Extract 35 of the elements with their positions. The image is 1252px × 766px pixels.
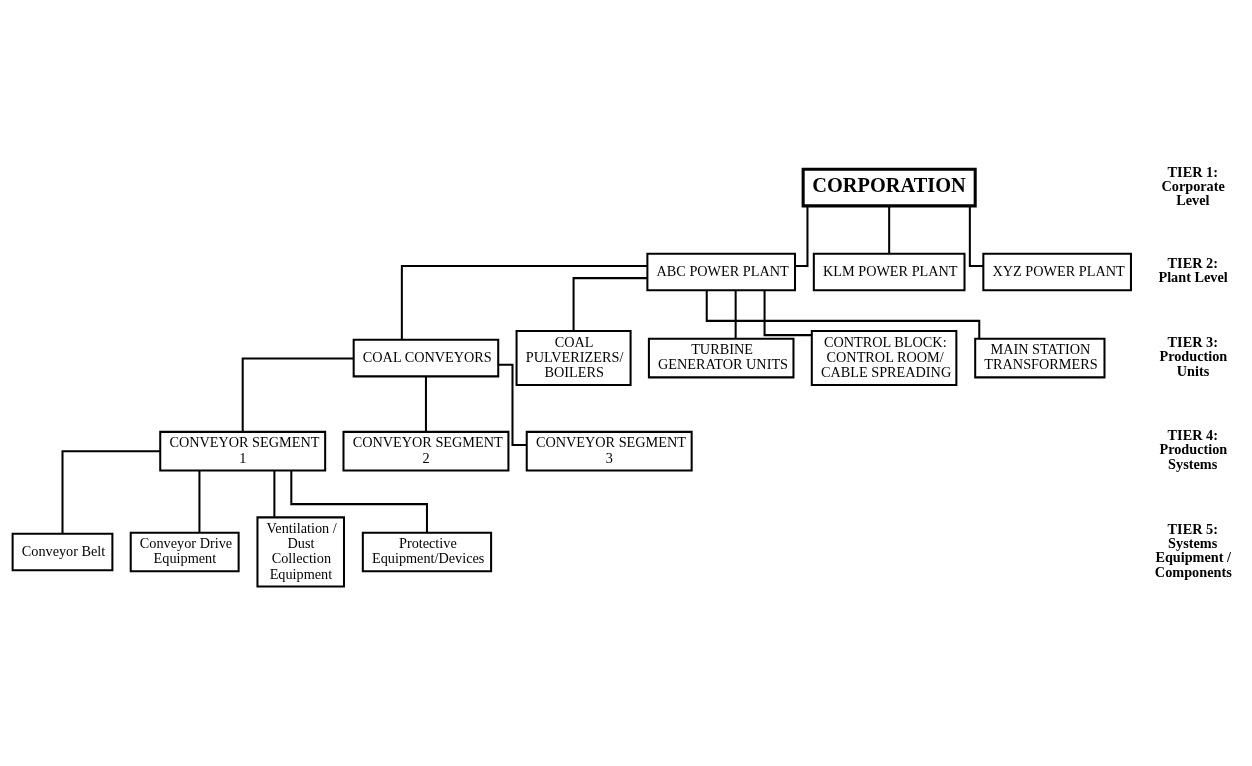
connector xyxy=(424,375,427,432)
connector xyxy=(273,470,276,517)
connector xyxy=(61,449,160,533)
connector xyxy=(795,205,809,267)
connector xyxy=(290,470,428,532)
node-box: TURBINE GENERATOR UNITS xyxy=(647,337,795,378)
node-box: CONTROL BLOCK: CONTROL ROOM/ CABLE SPREADING xyxy=(810,329,958,386)
node-box: Conveyor Belt xyxy=(11,532,114,571)
label: TIER 1: Corporate Level xyxy=(1161,163,1225,208)
connector xyxy=(968,205,984,267)
connector xyxy=(498,363,527,446)
label: TIER 5: Systems Equipment / Components xyxy=(1154,520,1232,580)
node-box: CONVEYOR SEGMENT 3 xyxy=(525,430,693,472)
node-box: CONVEYOR SEGMENT 2 xyxy=(342,430,510,472)
node-box: Conveyor Drive Equipment xyxy=(129,531,240,572)
node-box: COAL CONVEYORS xyxy=(352,338,500,377)
label: TIER 2: Plant Level xyxy=(1158,254,1228,285)
connector xyxy=(763,290,812,336)
node-box: Protective Equipment/Devices xyxy=(361,531,493,572)
connector xyxy=(198,470,201,533)
node-box: KLM POWER PLANT xyxy=(812,252,966,291)
connector xyxy=(888,205,891,253)
node-box: COAL PULVERIZERS/ BOILERS xyxy=(515,329,632,386)
node-box: ABC POWER PLANT xyxy=(646,252,796,291)
connector xyxy=(241,357,354,432)
label: TIER 4: Production Systems xyxy=(1159,426,1228,472)
connector xyxy=(572,276,647,331)
node-box: XYZ POWER PLANT xyxy=(982,252,1132,291)
node-box: Ventilation / Dust Collection Equipment xyxy=(256,515,345,588)
connector xyxy=(400,264,648,339)
node-box: MAIN STATION TRANSFORMERS xyxy=(974,337,1106,378)
node-box: CORPORATION xyxy=(801,167,977,207)
connector xyxy=(734,290,737,338)
label: TIER 3: Production Units xyxy=(1159,333,1228,379)
node-box: CONVEYOR SEGMENT 1 xyxy=(159,430,327,472)
